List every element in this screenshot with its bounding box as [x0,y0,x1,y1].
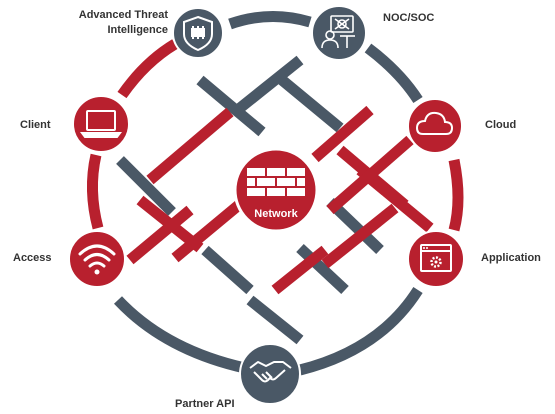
node-threat-intelligence[interactable] [172,7,224,59]
lattice-bar [311,105,374,163]
ring-segment-partner-access [113,296,247,374]
label-threat-line2: Intelligence [107,24,168,36]
label-client: Client [20,119,51,131]
label-partner-api: Partner API [175,398,235,410]
node-partner-api[interactable] [239,343,301,405]
ring-segment-cloud-application [448,158,464,232]
center-node-network[interactable]: Network [233,147,319,233]
ring-segment-client-threat [117,39,178,99]
node-cloud[interactable] [407,98,463,154]
app-window-gear-icon [420,244,452,272]
label-application: Application [481,252,541,264]
lattice-bar [171,199,244,263]
shield-chip-icon [183,15,213,52]
lattice-bar [296,243,349,295]
lattice-bar [326,135,414,215]
lattice-bar [246,295,304,345]
lattice-bar [146,107,234,185]
lattice-bar [196,75,266,137]
handshake-icon [249,361,292,383]
label-access: Access [13,252,52,264]
node-client[interactable] [72,95,130,153]
node-application[interactable] [407,230,465,288]
lattice [116,55,434,345]
laptop-icon [80,110,122,138]
lattice-bar [116,156,176,216]
lattice-bar [278,75,344,133]
operator-monitor-icon [321,15,355,49]
ring-segment-noc-cloud [364,43,423,104]
lattice-bar [201,245,254,295]
label-cloud: Cloud [485,119,517,131]
lattice-bar [271,245,329,295]
node-noc-soc[interactable] [311,5,367,61]
ring-segment-application-partner [298,287,423,376]
label-noc-soc: NOC/SOC [383,12,435,24]
outer-ring [86,11,464,376]
firewall-icon [247,168,305,196]
center-label: Network [254,208,298,220]
wifi-icon [78,244,116,275]
label-threat-line1: Advanced Threat [78,9,168,21]
ring-segment-threat-noc [228,11,312,30]
lattice-bar [236,55,304,113]
node-access[interactable] [68,230,126,288]
cloud-icon [415,111,454,135]
lattice-bar [321,203,399,269]
lattice-bar [126,205,194,265]
ring-segment-access-client [86,153,104,230]
